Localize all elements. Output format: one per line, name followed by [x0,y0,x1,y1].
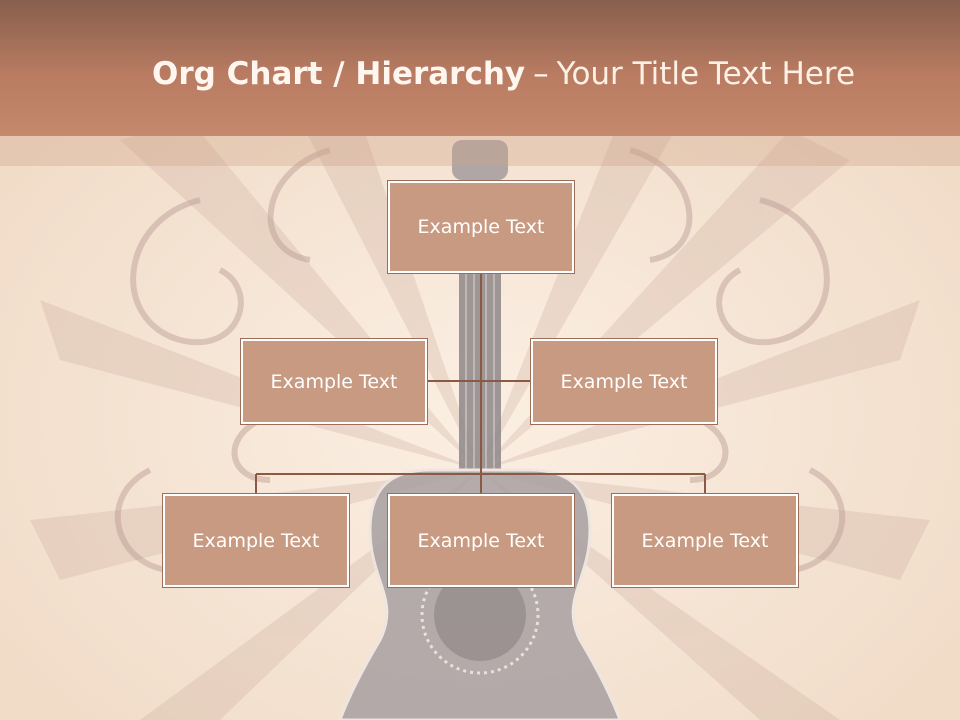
org-node-top[interactable]: Example Text [387,180,575,274]
org-node-bottom-center[interactable]: Example Text [387,493,575,588]
title-underband [0,136,960,166]
org-node-bottom-right-label: Example Text [641,529,769,552]
title-dash: – [533,56,549,92]
org-node-bottom-left-label: Example Text [192,529,320,552]
slide-title[interactable]: Org Chart / Hierarchy–Your Title Text He… [152,56,855,92]
org-node-top-label: Example Text [417,216,545,238]
org-node-bottom-right[interactable]: Example Text [611,493,799,588]
org-node-bottom-center-label: Example Text [417,529,545,552]
title-bold-part: Org Chart / Hierarchy [152,56,526,92]
org-node-middle-left-label: Example Text [270,370,398,393]
org-node-middle-left[interactable]: Example Text [240,338,428,425]
title-subtitle-part: Your Title Text Here [556,56,856,92]
org-node-middle-right-label: Example Text [560,370,688,393]
title-bar [0,0,960,136]
org-node-bottom-left[interactable]: Example Text [162,493,350,588]
org-node-middle-right[interactable]: Example Text [530,338,718,425]
